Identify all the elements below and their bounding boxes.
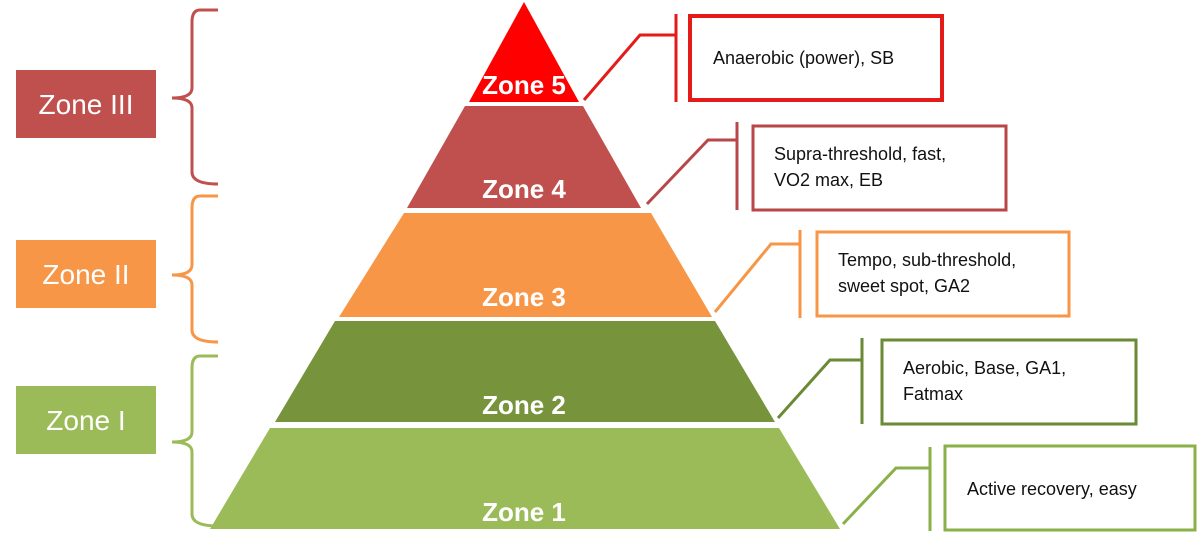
connector-zone-4 [645,138,737,206]
pyramid-tier-zone-1 [210,428,840,529]
description-zone-4-line-2: VO2 max, EB [774,170,883,190]
pyramid-tier-zone-5 [469,2,579,102]
pyramid-tier-zone-3 [339,213,712,317]
description-zone-3-line-1: Tempo, sub-threshold, [838,250,1016,270]
description-zone-2-line-1: Aerobic, Base, GA1, [903,358,1066,378]
group-label-zone-iii: Zone III [39,89,134,120]
description-zone-4-line-1: Supra-threshold, fast, [774,144,946,164]
tier-label-zone-5: Zone 5 [482,70,566,100]
description-zone-2-line-2: Fatmax [903,384,963,404]
connector-zone-2 [776,358,862,420]
description-box-zone-2 [880,338,1138,426]
group-bracket-zone-iii [171,8,219,186]
description-zone-3-line-2: sweet spot, GA2 [838,276,970,296]
description-box-zone-4 [751,124,1008,212]
group-box-zone-ii [16,240,156,308]
description-box-zone-3 [815,230,1071,318]
group-bracket-zone-i [171,354,219,528]
tier-label-zone-3: Zone 3 [482,282,566,312]
description-zone-1-line-1: Active recovery, easy [967,479,1137,499]
group-label-zone-ii: Zone II [42,259,129,290]
description-box-zone-5 [688,14,944,102]
connector-zone-3 [713,242,800,313]
group-label-zone-i: Zone I [46,405,125,436]
pyramid-tier-zone-4 [407,106,641,208]
tier-label-zone-2: Zone 2 [482,390,566,420]
tier-label-zone-1: Zone 1 [482,497,566,527]
group-box-zone-i [16,386,156,454]
connector-zone-5 [582,33,676,101]
pyramid-tier-zone-2 [275,321,775,422]
description-zone-5-line-1: Anaerobic (power), SB [713,48,894,68]
tier-label-zone-4: Zone 4 [482,174,566,204]
group-box-zone-iii [16,70,156,138]
connector-zone-1 [841,466,930,526]
group-bracket-zone-ii [171,194,219,344]
description-box-zone-1 [943,444,1197,532]
